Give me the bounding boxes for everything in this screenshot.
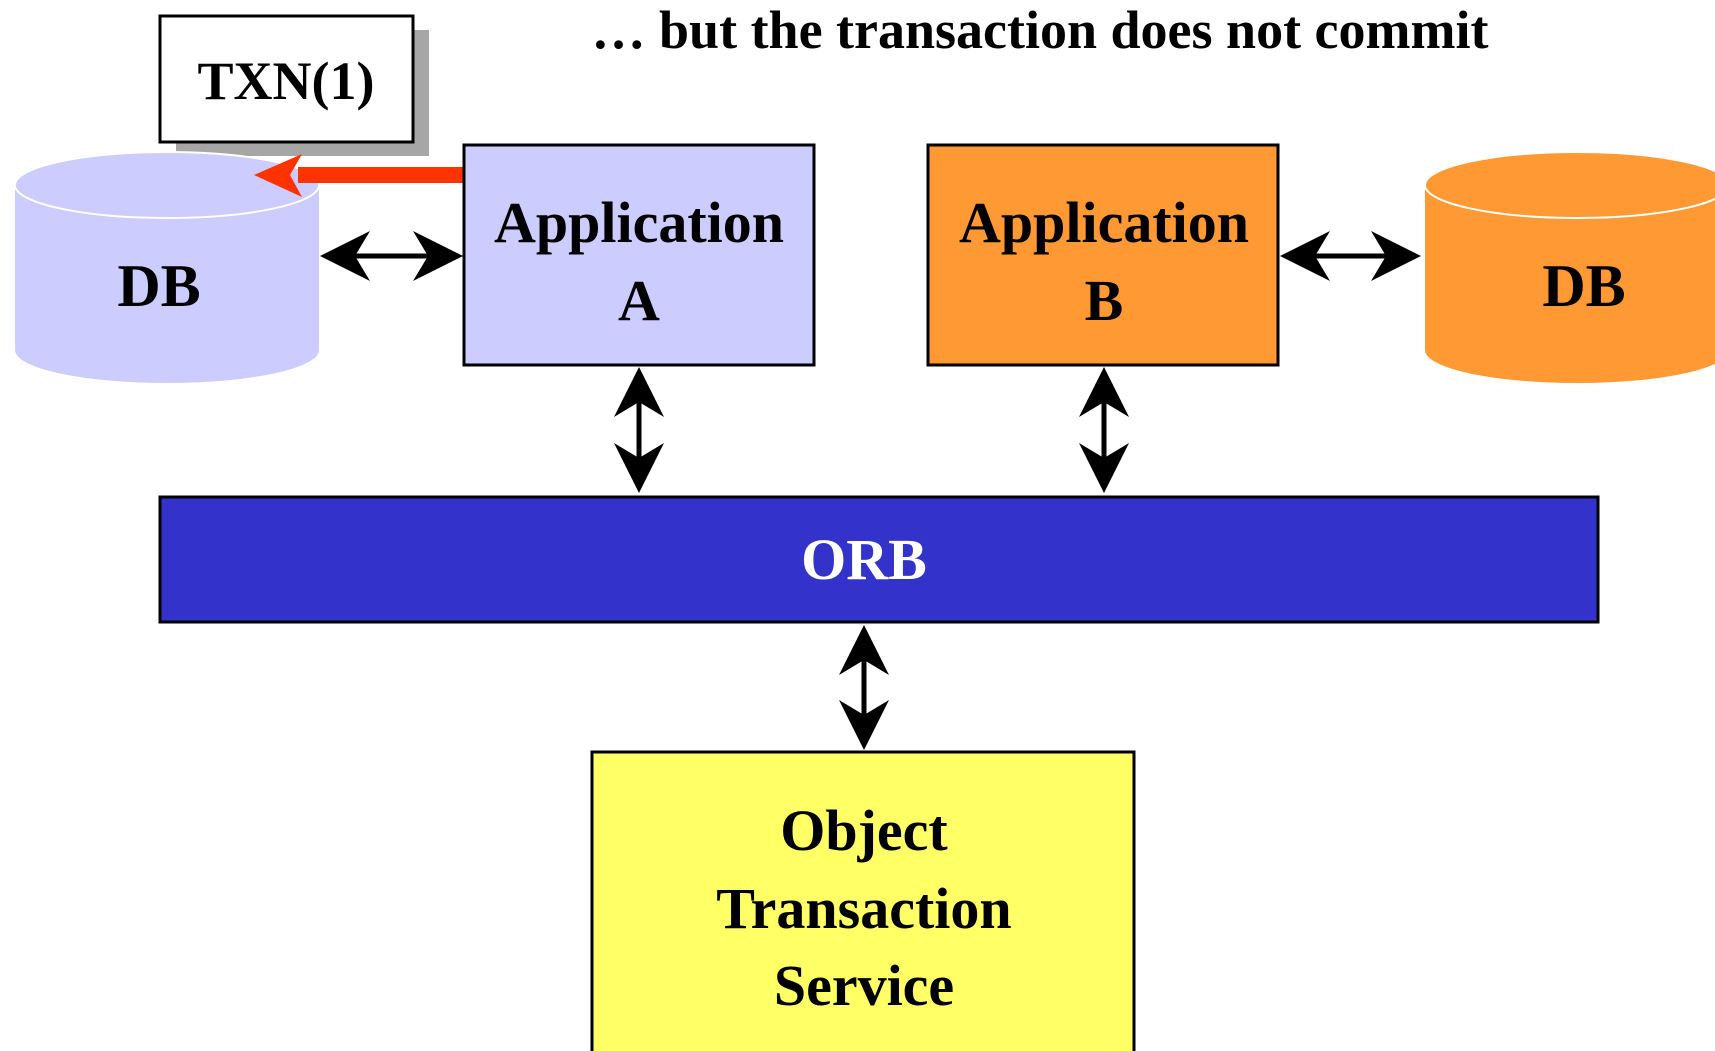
txn-arrow-head <box>254 154 302 197</box>
txn-arrow <box>254 154 479 197</box>
application-a-box: Application A <box>462 143 816 367</box>
db-left-top <box>14 151 320 219</box>
db-left: DB <box>14 151 320 383</box>
orb-frame <box>158 495 1600 624</box>
application-b-frame <box>926 143 1280 367</box>
db-right-top <box>1424 151 1715 219</box>
txn-box: TXN(1) <box>158 14 429 156</box>
db-left-label: DB <box>117 253 200 319</box>
ots-line3: Service <box>774 953 954 1018</box>
db-right-label: DB <box>1542 253 1625 319</box>
caption-text: … but the transaction does not commit <box>592 0 1489 60</box>
txn-label: TXN(1) <box>198 51 375 111</box>
application-a-line2: A <box>618 268 660 333</box>
ots-frame <box>590 750 1136 1051</box>
orb-label: ORB <box>801 527 927 592</box>
application-a-line1: Application <box>494 190 784 255</box>
application-b-line2: B <box>1085 268 1124 333</box>
txn-box-frame <box>158 14 415 144</box>
application-a-frame <box>462 143 816 367</box>
txn-arrow-shaft <box>298 167 479 183</box>
ots-line1: Object <box>780 798 948 863</box>
orb-bar: ORB <box>158 495 1600 624</box>
ots-box: Object Transaction Service <box>590 750 1136 1051</box>
ots-line2: Transaction <box>716 876 1011 941</box>
application-b-line1: Application <box>959 190 1249 255</box>
application-b-box: Application B <box>926 143 1280 367</box>
db-right: DB <box>1424 151 1715 383</box>
